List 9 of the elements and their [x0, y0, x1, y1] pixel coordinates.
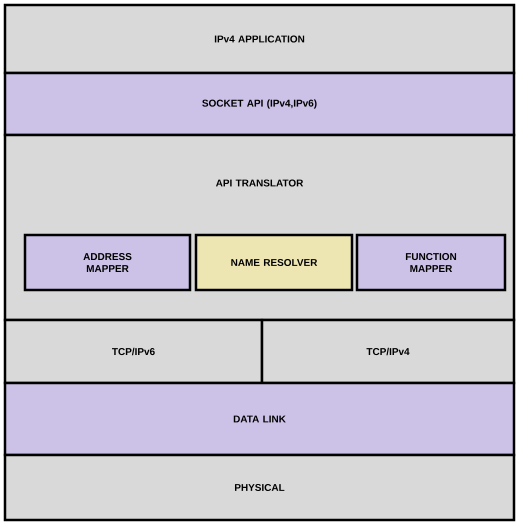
layer-box: IPv4 APPLICATION — [4, 4, 516, 74]
layer-box: SOCKET API (IPv4,IPv6) — [4, 72, 516, 136]
layer-box: TCP/IPv6 — [4, 318, 264, 384]
mapper-box: FUNCTION MAPPER — [356, 234, 506, 292]
mapper-box: ADDRESS MAPPER — [24, 234, 192, 292]
layer-box: PHYSICAL — [4, 454, 516, 522]
layer-box: DATA LINK — [4, 382, 516, 456]
layer-box: TCP/IPv4 — [260, 318, 516, 384]
resolver-box: NAME RESOLVER — [194, 234, 354, 292]
